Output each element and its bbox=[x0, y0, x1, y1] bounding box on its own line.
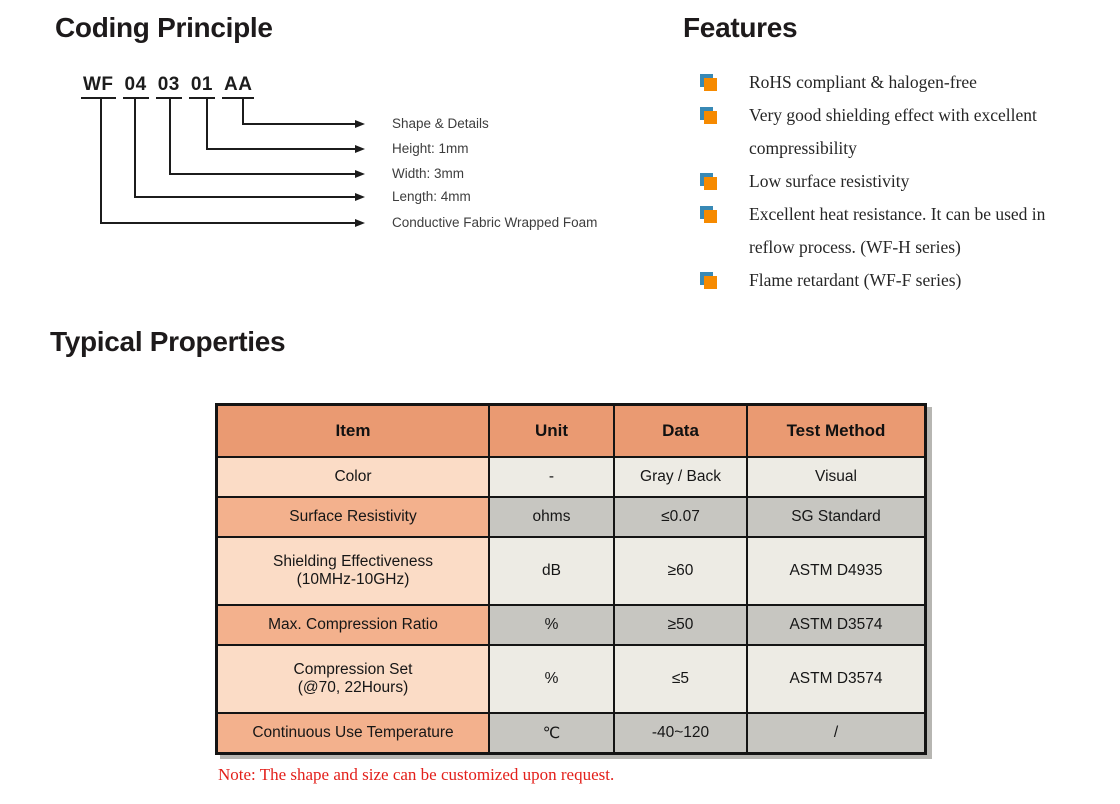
cell-unit: % bbox=[488, 604, 615, 646]
table-row: Color - Gray / Back Visual bbox=[215, 456, 927, 498]
code-label-shape: Shape & Details bbox=[392, 116, 489, 131]
cell-data: ≤0.07 bbox=[613, 496, 748, 538]
feature-text: Excellent heat resistance. It can be use… bbox=[749, 204, 1046, 257]
column-header-unit: Unit bbox=[488, 403, 615, 458]
square-bullet-icon bbox=[700, 173, 718, 191]
cell-item: Max. Compression Ratio bbox=[215, 604, 490, 646]
typical-properties-title: Typical Properties bbox=[50, 326, 286, 357]
properties-table: Item Unit Data Test Method Color - Gray … bbox=[215, 403, 927, 755]
cell-data: ≤5 bbox=[613, 644, 748, 714]
list-item: Excellent heat resistance. It can be use… bbox=[700, 198, 1110, 264]
code-label-width: Width: 3mm bbox=[392, 166, 465, 181]
list-item: RoHS compliant & halogen-free bbox=[700, 66, 1110, 99]
code-part-length: 04 bbox=[122, 74, 149, 99]
table-row: Continuous Use Temperature ℃ -40~120 / bbox=[215, 712, 927, 755]
cell-test-method: ASTM D3574 bbox=[746, 644, 927, 714]
cell-item: Shielding Effectiveness (10MHz-10GHz) bbox=[215, 536, 490, 606]
cell-unit: ohms bbox=[488, 496, 615, 538]
cell-unit: ℃ bbox=[488, 712, 615, 755]
cell-data: ≥60 bbox=[613, 536, 748, 606]
table-row: Max. Compression Ratio % ≥50 ASTM D3574 bbox=[215, 604, 927, 646]
square-bullet-icon bbox=[700, 107, 718, 125]
coding-diagram-lines bbox=[100, 99, 365, 227]
code-part-height: 01 bbox=[188, 74, 215, 99]
list-item: Flame retardant (WF-F series) bbox=[700, 264, 1110, 297]
list-item: Low surface resistivity bbox=[700, 165, 1110, 198]
code-part-width: 03 bbox=[155, 74, 182, 99]
cell-data: Gray / Back bbox=[613, 456, 748, 498]
code-part-shape: AA bbox=[221, 74, 255, 99]
column-header-test-method: Test Method bbox=[746, 403, 927, 458]
features-title: Features bbox=[683, 12, 798, 43]
cell-item: Continuous Use Temperature bbox=[215, 712, 490, 755]
cell-unit: - bbox=[488, 456, 615, 498]
customization-note: Note: The shape and size can be customiz… bbox=[218, 765, 615, 784]
code-part-series: WF bbox=[81, 74, 116, 99]
table-header-row: Item Unit Data Test Method bbox=[215, 403, 927, 458]
square-bullet-icon bbox=[700, 272, 718, 290]
cell-unit: % bbox=[488, 644, 615, 714]
feature-text: Low surface resistivity bbox=[749, 171, 910, 191]
cell-test-method: SG Standard bbox=[746, 496, 927, 538]
feature-text: Very good shielding effect with excellen… bbox=[749, 105, 1037, 158]
cell-item: Compression Set (@70, 22Hours) bbox=[215, 644, 490, 714]
table-row: Shielding Effectiveness (10MHz-10GHz) dB… bbox=[215, 536, 927, 606]
column-header-item: Item bbox=[215, 403, 490, 458]
cell-item: Surface Resistivity bbox=[215, 496, 490, 538]
column-header-data: Data bbox=[613, 403, 748, 458]
code-label-material: Conductive Fabric Wrapped Foam bbox=[392, 215, 598, 230]
cell-unit: dB bbox=[488, 536, 615, 606]
feature-text: RoHS compliant & halogen-free bbox=[749, 72, 977, 92]
square-bullet-icon bbox=[700, 206, 718, 224]
cell-test-method: ASTM D3574 bbox=[746, 604, 927, 646]
table-row: Compression Set (@70, 22Hours) % ≤5 ASTM… bbox=[215, 644, 927, 714]
coding-principle-title: Coding Principle bbox=[55, 12, 273, 43]
cell-data: -40~120 bbox=[613, 712, 748, 755]
feature-text: Flame retardant (WF-F series) bbox=[749, 270, 962, 290]
square-bullet-icon bbox=[700, 74, 718, 92]
cell-test-method: / bbox=[746, 712, 927, 755]
cell-test-method: Visual bbox=[746, 456, 927, 498]
list-item: Very good shielding effect with excellen… bbox=[700, 99, 1110, 165]
code-label-length: Length: 4mm bbox=[392, 189, 471, 204]
cell-test-method: ASTM D4935 bbox=[746, 536, 927, 606]
code-label-height: Height: 1mm bbox=[392, 141, 469, 156]
cell-item: Color bbox=[215, 456, 490, 498]
table-row: Surface Resistivity ohms ≤0.07 SG Standa… bbox=[215, 496, 927, 538]
features-list: RoHS compliant & halogen-free Very good … bbox=[700, 66, 1110, 297]
cell-data: ≥50 bbox=[613, 604, 748, 646]
